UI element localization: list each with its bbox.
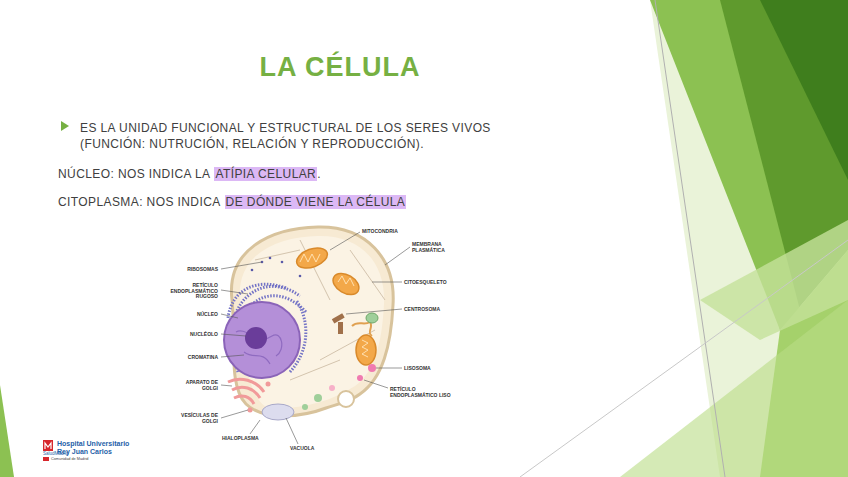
part-label: LISOSOMA — [404, 366, 464, 372]
deco-line — [655, 0, 725, 477]
body-text: CITOPLASMA: NOS INDICA — [58, 195, 221, 209]
part-label: MITOCONDRIA — [362, 229, 422, 235]
part-label: APARATO DE GOLGI — [178, 380, 218, 391]
green-band — [0, 385, 14, 477]
highlight-text: DE DÓNDE VIENE LA CÉLULA — [225, 195, 407, 209]
part-label: HIALOPLASMA — [222, 436, 282, 442]
body-text: . — [317, 167, 321, 181]
body-text: NÚCLEO: NOS INDICA LA — [58, 167, 210, 181]
leader-lines — [221, 232, 410, 444]
logo-text: SaludMadrid — [43, 451, 68, 456]
highlight-text: ATÍPIA CELULAR — [214, 167, 317, 181]
text-row: CITOPLASMA: NOS INDICA DE DÓNDE VIENE LA … — [58, 195, 406, 209]
part-label: MEMBRANA PLASMÁTICA — [412, 242, 452, 253]
part-label: CITOESQUELETO — [404, 280, 464, 286]
text-row: NÚCLEO: NOS INDICA LA ATÍPIA CELULAR. — [58, 167, 321, 181]
part-label: RETÍCULO ENDOPLASMÁTICO LISO — [390, 387, 456, 398]
logo-text: Hospital Universitario — [57, 440, 129, 448]
part-label: VESÍCULAS DE GOLGI — [178, 413, 218, 424]
bullet-text: ES LA UNIDAD FUNCIONAL Y ESTRUCTURAL DE … — [80, 120, 535, 152]
part-label: NÚCLEO — [168, 312, 218, 318]
cell-illustration — [224, 227, 393, 420]
logo-text: Comunidad de Madrid — [51, 457, 88, 461]
part-label: RIBOSOMAS — [168, 267, 218, 273]
part-label: RETÍCULO ENDOPLASMÁTICO RUGOSO — [168, 283, 218, 300]
part-label: NUCLÉOLO — [168, 332, 218, 338]
green-band — [760, 0, 848, 180]
deco-line — [520, 240, 848, 477]
part-label: VACUOLA — [290, 446, 330, 452]
part-label: CENTROSOMA — [404, 307, 464, 313]
green-band — [620, 300, 848, 477]
bullet-arrow — [61, 121, 69, 131]
part-label: CROMATINA — [168, 355, 218, 361]
slide-title: LA CÉLULA — [260, 52, 421, 83]
